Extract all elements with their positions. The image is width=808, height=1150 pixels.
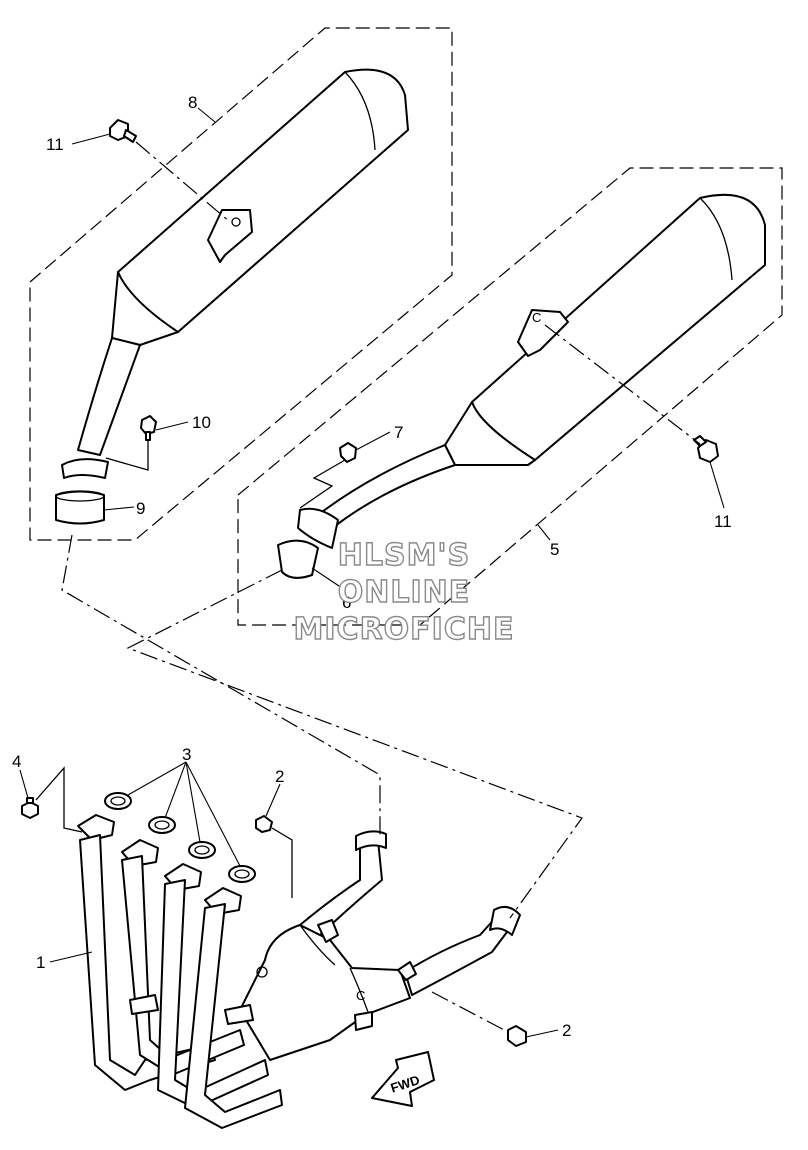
- callout-1: 1: [36, 953, 45, 972]
- nut-4: [21, 797, 39, 819]
- connect-line-bolt11-right: [544, 324, 701, 445]
- leader-3a: [127, 761, 187, 796]
- callout-7: 7: [394, 423, 403, 442]
- callout-9: 9: [136, 499, 145, 518]
- callout-4: 4: [12, 752, 21, 771]
- muffler-8-group-outline: [29, 27, 453, 541]
- mark-c-upper: C: [532, 310, 541, 325]
- watermark: HLSM'S ONLINE MICROFICHE: [293, 537, 515, 647]
- leader-6: [311, 567, 346, 591]
- bolt-11-right: [693, 435, 719, 463]
- bolt-2-lower: [507, 1025, 527, 1047]
- watermark-line-1: HLSM'S: [338, 538, 470, 573]
- bolt-10: [140, 415, 157, 441]
- muffler-left: [61, 68, 409, 479]
- leader-2-lower: [525, 1029, 559, 1038]
- leader-3c: [185, 761, 201, 843]
- sleeve-6: [277, 539, 319, 579]
- leader-3b: [164, 761, 187, 819]
- sleeve-9: [55, 490, 105, 525]
- connect-line-bolt2-lower: [431, 991, 509, 1033]
- exhaust-header: [77, 814, 521, 1129]
- callout-11-upper: 11: [46, 135, 64, 154]
- leader-9: [103, 506, 135, 511]
- muffler-5-group-outline: [237, 167, 783, 626]
- callout-6: 6: [342, 593, 351, 612]
- callout-2-lower: 2: [562, 1021, 571, 1040]
- connect-line-bolt2-upper: [271, 827, 293, 898]
- connect-line-nut4: [35, 766, 83, 833]
- connect-line-bolt10: [105, 440, 149, 471]
- leader-11-right: [709, 461, 725, 509]
- bolt-2-upper: [255, 815, 273, 833]
- callout-11-right: 11: [714, 512, 732, 531]
- leader-1: [49, 951, 93, 963]
- watermark-line-2: ONLINE: [338, 575, 471, 610]
- leader-4: [19, 769, 29, 799]
- callout-8: 8: [188, 93, 197, 112]
- callout-5: 5: [550, 540, 559, 559]
- leader-3d: [185, 761, 241, 867]
- leader-8: [197, 107, 216, 123]
- leader-10: [155, 421, 189, 431]
- callout-10: 10: [192, 413, 211, 432]
- leader-2-upper: [265, 783, 281, 817]
- muffler-right: [297, 193, 766, 549]
- connect-line-6-to-header: [126, 569, 583, 919]
- watermark-line-3: MICROFICHE: [294, 612, 515, 647]
- connect-line-bolt7: [299, 459, 346, 509]
- connect-line-bolt11-upper: [135, 141, 231, 223]
- callout-3: 3: [182, 745, 191, 764]
- leader-7: [355, 431, 391, 451]
- leader-5: [537, 524, 551, 541]
- leader-11-upper: [71, 133, 111, 145]
- bolt-7: [339, 442, 357, 463]
- connect-line-9-to-header: [61, 534, 381, 835]
- gaskets-3: [104, 792, 256, 883]
- callout-2-upper: 2: [275, 767, 284, 786]
- mark-c-pipe: C: [356, 988, 365, 1003]
- bolt-11-upper: [109, 119, 137, 143]
- fwd-arrow: [371, 1051, 435, 1107]
